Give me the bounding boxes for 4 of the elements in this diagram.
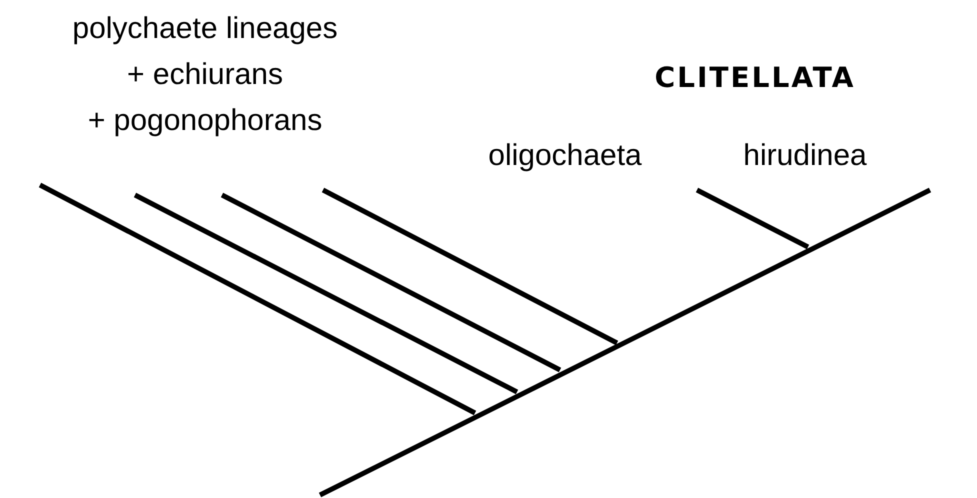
taxon-label: oligochaeta xyxy=(487,138,643,174)
taxon-label: hirudinea xyxy=(742,138,868,174)
group-label: polychaete lineages + echiurans + pogonophorans xyxy=(71,11,339,139)
clade-heading: CLITELLATA xyxy=(654,60,856,96)
